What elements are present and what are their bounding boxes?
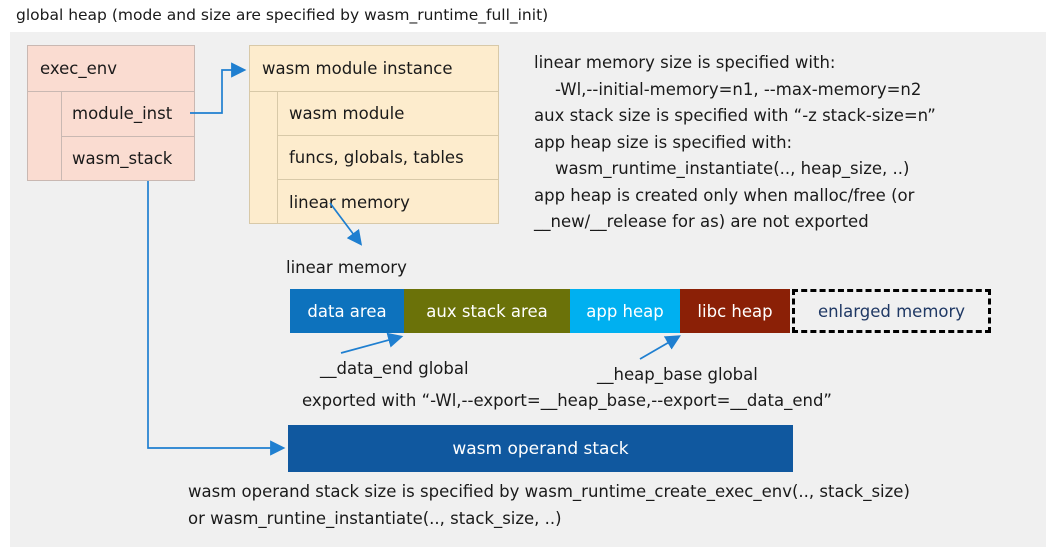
memory-segment-app-heap: app heap — [570, 289, 680, 333]
memory-segment-libc-heap: libc heap — [680, 289, 790, 333]
exec-env-field-module-inst: module_inst — [62, 92, 194, 137]
memory-segment-aux-stack-area: aux stack area — [404, 289, 570, 333]
exec-env-field-wasm-stack: wasm_stack — [72, 149, 173, 169]
module-instance-field-funcs-globals-tables: funcs, globals, tables — [278, 136, 498, 180]
exec-env-gutter — [28, 92, 62, 181]
globals-export-note: exported with “-Wl,--export=__heap_base,… — [302, 391, 832, 410]
module-instance-fields: wasm module funcs, globals, tables linea… — [278, 92, 498, 224]
exec-env-fields: module_inst wasm_stack — [62, 92, 194, 181]
module-instance-body: wasm module funcs, globals, tables linea… — [250, 92, 498, 224]
wasm-module-instance-box: wasm module instance wasm module funcs, … — [249, 45, 499, 224]
memory-segment-data-area: data area — [290, 289, 404, 333]
module-instance-title: wasm module instance — [250, 46, 498, 92]
module-instance-gutter — [250, 92, 278, 224]
exec-env-title: exec_env — [28, 46, 194, 92]
memory-segment-enlarged-memory: enlarged memory — [792, 289, 991, 333]
page-title: global heap (mode and size are specified… — [16, 6, 549, 24]
operand-stack-note: wasm operand stack size is specified by … — [188, 482, 910, 528]
exec-env-body: module_inst wasm_stack — [28, 92, 194, 181]
heap-base-global-label: __heap_base global — [597, 365, 758, 384]
module-instance-field-wasm-module: wasm module — [278, 92, 498, 136]
data-end-global-label: __data_end global — [320, 359, 469, 378]
exec-env-box: exec_env module_inst wasm_stack — [27, 45, 195, 181]
linear-memory-notes: linear memory size is specified with: -W… — [534, 53, 936, 231]
linear-memory-bar: data area aux stack area app heap libc h… — [290, 289, 991, 333]
wasm-operand-stack-box: wasm operand stack — [288, 425, 793, 472]
module-instance-field-linear-memory: linear memory — [289, 192, 410, 212]
linear-memory-label: linear memory — [286, 258, 407, 277]
